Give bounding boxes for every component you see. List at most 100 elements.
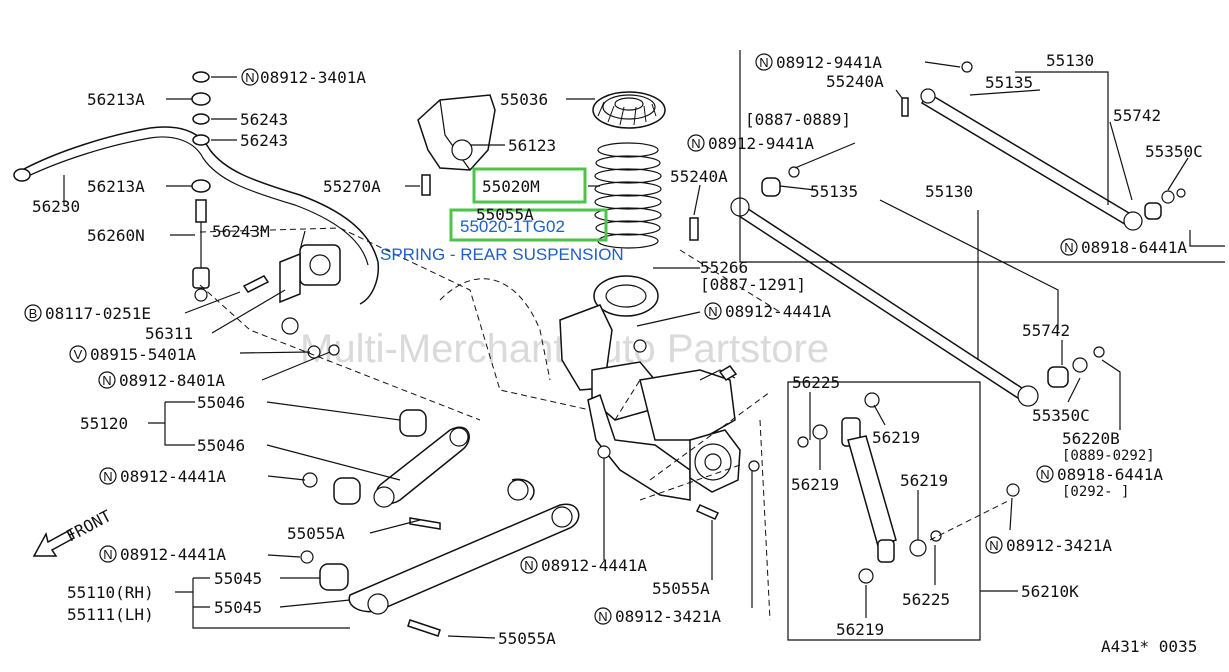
callout-56219-a[interactable]: 56219 (872, 428, 920, 447)
callout-55266-date-range: [0887-1291] (700, 275, 806, 294)
callout-56243M[interactable]: 56243M (212, 222, 270, 241)
callout-55350C-top[interactable]: 55350C (1145, 142, 1203, 161)
callout-08915-5401A[interactable]: 08915-5401A (90, 345, 196, 364)
highlighted-part-number[interactable]: 55020-1TG02 (460, 217, 565, 236)
callout-08912-8401A[interactable]: 08912-8401A (119, 371, 225, 390)
callout-55120[interactable]: 55120 (80, 414, 128, 433)
callout-55036[interactable]: 55036 (500, 90, 548, 109)
links-drawing (300, 409, 580, 637)
callout-date-range-0292: [0292- ] (1062, 484, 1129, 500)
callout-08912-4441A-center[interactable]: 08912-4441A (725, 302, 831, 321)
diagram-id: A431* 0035 (1101, 637, 1197, 656)
callout-56260N[interactable]: 56260N (87, 226, 145, 245)
callout-08912-9441A-mid[interactable]: 08912-9441A (708, 134, 814, 153)
prefix-n: N (245, 70, 254, 85)
callout-55130-mid[interactable]: 55130 (925, 182, 973, 201)
shock-absorber-drawing (748, 392, 1020, 584)
prefix-marker (985, 536, 1003, 554)
prefix-n: N (103, 469, 112, 484)
prefix-n: N (989, 538, 998, 553)
callout-55045-b[interactable]: 55045 (214, 598, 262, 617)
callout-08918-6441A-mid[interactable]: 08918-6441A (1057, 465, 1163, 484)
callout-55045-a[interactable]: 55045 (214, 569, 262, 588)
leader-lines (63, 50, 1225, 641)
callout-55055A-bottom[interactable]: 55055A (498, 629, 556, 648)
callout-08117-0251E[interactable]: 08117-0251E (45, 304, 151, 323)
callout-56210K[interactable]: 56210K (1021, 582, 1079, 601)
prefix-n: N (102, 373, 111, 388)
body-outline (199, 227, 1011, 621)
highlight-box-part-number (449, 208, 608, 242)
callout-56311[interactable]: 56311 (145, 324, 193, 343)
prefix-marker (520, 556, 538, 574)
callout-55742-mid[interactable]: 55742 (1022, 321, 1070, 340)
callout-55055A-upper[interactable]: 55055A (476, 205, 534, 224)
prefix-n: N (524, 558, 533, 573)
callout-55240A-top[interactable]: 55240A (826, 72, 884, 91)
callout-08912-4441A-bottom[interactable]: 08912-4441A (541, 556, 647, 575)
callout-55020M[interactable]: 55020M (482, 177, 540, 196)
callout-56219-b[interactable]: 56219 (791, 475, 839, 494)
callout-56213A-lower[interactable]: 56213A (87, 177, 145, 196)
callout-55270A[interactable]: 55270A (323, 177, 381, 196)
callout-55350C-mid[interactable]: 55350C (1032, 406, 1090, 425)
prefix-n: N (1040, 467, 1049, 482)
highlight-box-55020M (472, 167, 587, 204)
callout-55742-top[interactable]: 55742 (1113, 106, 1161, 125)
prefix-n: N (708, 304, 717, 319)
callout-08918-6441A-top[interactable]: 08918-6441A (1081, 238, 1187, 257)
callout-date-range-0887-0889: [0887-0889] (745, 110, 851, 129)
callout-56243-a[interactable]: 56243 (240, 110, 288, 129)
prefix-marker (704, 302, 722, 320)
front-arrow-icon (32, 528, 75, 557)
callout-56243-b[interactable]: 56243 (240, 131, 288, 150)
callout-55110-rh[interactable]: 55110(RH) (67, 583, 154, 602)
prefix-marker (99, 467, 117, 485)
prefix-n: N (759, 55, 768, 70)
callout-55046-upper[interactable]: 55046 (197, 393, 245, 412)
callout-08912-3421A-bottom[interactable]: 08912-3421A (615, 607, 721, 626)
callout-55055A-left[interactable]: 55055A (287, 524, 345, 543)
callout-55111-lh[interactable]: 55111(LH) (67, 605, 154, 624)
callout-08912-9441A-top[interactable]: 08912-9441A (776, 53, 882, 72)
callout-08912-3421A-right[interactable]: 08912-3421A (1006, 536, 1112, 555)
prefix-n: N (598, 609, 607, 624)
callout-55240A-mid[interactable]: 55240A (670, 167, 728, 186)
callout-55046-lower[interactable]: 55046 (197, 436, 245, 455)
prefix-marker (1060, 238, 1078, 256)
prefix-marker (1036, 465, 1054, 483)
callout-08912-4441A-left[interactable]: 08912-4441A (120, 467, 226, 486)
prefix-n: N (103, 547, 112, 562)
callout-55135-mid[interactable]: 55135 (810, 182, 858, 201)
part-description: SPRING - REAR SUSPENSION (380, 245, 624, 264)
callout-08912-4441A-lower-left[interactable]: 08912-4441A (120, 545, 226, 564)
prefix-marker (241, 68, 259, 86)
front-label: FRONT (63, 506, 115, 546)
callout-55055A-right[interactable]: 55055A (652, 579, 710, 598)
prefix-n: N (691, 136, 700, 151)
prefix-marker (99, 545, 117, 563)
callout-56225-top[interactable]: 56225 (792, 373, 840, 392)
prefix-marker (687, 134, 705, 152)
stabilizer-bar-drawing (13, 71, 380, 359)
callout-56219-c[interactable]: 56219 (900, 471, 948, 490)
prefix-marker (69, 345, 87, 363)
prefix-marker (594, 607, 612, 625)
bracket-drawing (417, 94, 496, 196)
callout-56123[interactable]: 56123 (508, 136, 556, 155)
callout-56220B[interactable]: 56220B (1062, 429, 1120, 448)
callout-55266[interactable]: 55266 (700, 258, 748, 277)
callout-date-range-0889-0292: [0889-0292] (1062, 448, 1155, 464)
prefix-marker (24, 304, 42, 322)
callout-08912-3401A[interactable]: 08912-3401A (260, 68, 366, 87)
prefix-b: B (29, 306, 38, 321)
callout-56225-bottom[interactable]: 56225 (902, 590, 950, 609)
callout-56213A-top[interactable]: 56213A (87, 90, 145, 109)
callout-56219-bottom[interactable]: 56219 (836, 620, 884, 639)
callout-55130-top[interactable]: 55130 (1046, 51, 1094, 70)
callout-56230[interactable]: 56230 (32, 197, 80, 216)
callout-55135-top[interactable]: 55135 (985, 73, 1033, 92)
prefix-n: N (1064, 240, 1073, 255)
